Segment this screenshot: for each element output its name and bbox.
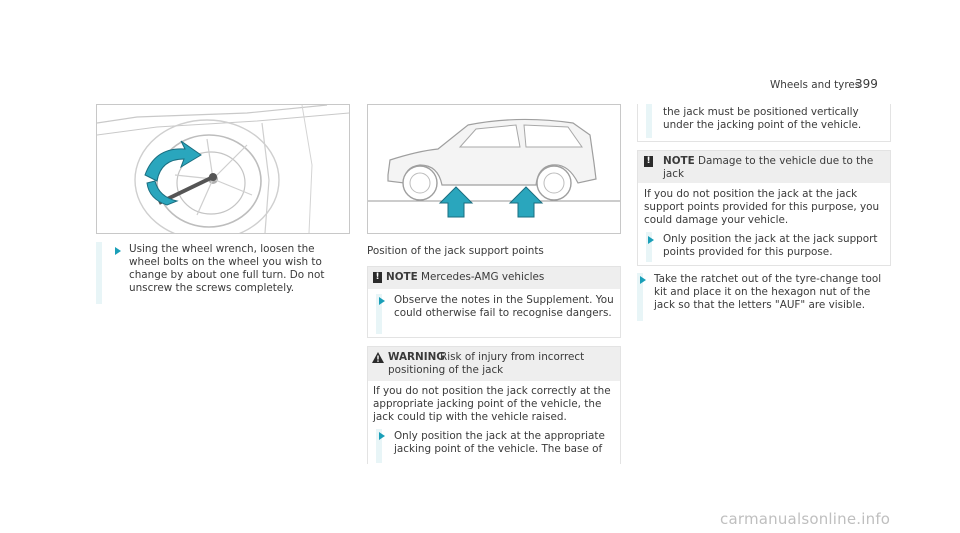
step-bar [646,104,652,138]
step-arrow-icon [640,276,646,284]
section-title: Wheels and tyres [770,79,861,91]
note-header [638,151,890,183]
step-arrow-icon [648,236,654,244]
note-label: NOTE [386,271,418,283]
step-arrow-icon [379,432,385,440]
note-box-amg [367,266,621,338]
step-bar [376,429,382,463]
step-bar [637,273,643,321]
step-arrow-icon [115,247,121,255]
note-title: Damage to the vehicle due to the jack [663,155,874,180]
warning-step-continued: the jack must be positioned vertically u… [663,106,862,131]
warning-header [368,347,620,381]
step-bar [96,242,102,304]
notice-icon: ! [373,272,382,283]
warning-body: If you do not position the jack correctl… [373,385,611,423]
watermark: carmanualsonline.info [720,510,891,528]
warning-box-continued [637,104,891,142]
note-label: NOTE [663,155,695,167]
step-position-jack-support: Only position the jack at the jack suppo… [663,233,878,258]
warning-title: Risk of injury from incorrect positionin… [388,351,585,376]
step-take-ratchet: Take the ratchet out of the tyre-change … [654,273,882,311]
warning-icon [372,352,384,363]
notice-icon: ! [644,156,653,167]
warning-box [367,346,621,464]
note-body: If you do not position the jack at the j… [644,188,880,226]
step-position-jack: Only position the jack at the appropriat… [394,430,605,455]
step-loosen-bolts: Using the wheel wrench, loosen the wheel… [129,243,325,294]
figure-caption: Position of the jack support points [367,245,544,257]
jack-support-points-illustration [367,104,621,234]
step-bar [646,232,652,262]
note-title: Mercedes-AMG vehicles [421,271,545,283]
step-arrow-icon [379,297,385,305]
step-bar [376,294,382,334]
warning-label: WARNING [388,351,445,363]
note-box-damage [637,150,891,266]
note-header [368,267,620,289]
step-observe-supplement: Observe the notes in the Supplement. You… [394,294,614,319]
page-number: 399 [855,77,878,91]
wheel-wrench-illustration [96,104,350,234]
